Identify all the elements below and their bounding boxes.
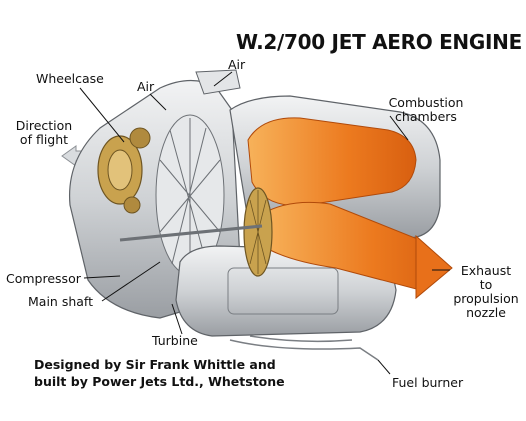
credit-line1: Designed by Sir Frank Whittle and: [34, 357, 276, 372]
label-direction-line1: Direction: [16, 118, 72, 133]
label-main-shaft: Main shaft: [28, 295, 93, 309]
label-exhaust-line3: propulsion: [453, 291, 518, 306]
label-wheelcase: Wheelcase: [36, 72, 104, 86]
label-combustion-line2: chambers: [395, 109, 457, 124]
label-combustion-line1: Combustion: [389, 95, 464, 110]
label-direction-line2: of flight: [20, 132, 68, 147]
label-combustion-chambers: Combustion chambers: [376, 96, 476, 124]
credit-text: Designed by Sir Frank Whittle and built …: [34, 356, 285, 390]
label-exhaust-line1: Exhaust: [461, 263, 511, 278]
label-exhaust-to-propulsion-nozzle: Exhaust to propulsion nozzle: [446, 264, 526, 320]
air-intake-duct: [196, 70, 240, 94]
label-exhaust-line4: nozzle: [466, 305, 506, 320]
label-turbine: Turbine: [152, 334, 198, 348]
label-air-left: Air: [137, 80, 154, 94]
diagram-title: W.2/700 JET AERO ENGINE: [236, 30, 522, 54]
label-compressor: Compressor: [6, 272, 81, 286]
credit-line2: built by Power Jets Ltd., Whetstone: [34, 374, 285, 389]
label-direction-of-flight: Direction of flight: [12, 119, 76, 147]
label-exhaust-line2: to: [480, 277, 493, 292]
label-fuel-burner: Fuel burner: [392, 376, 463, 390]
label-air-top: Air: [228, 58, 245, 72]
turbine-disc: [244, 188, 272, 276]
